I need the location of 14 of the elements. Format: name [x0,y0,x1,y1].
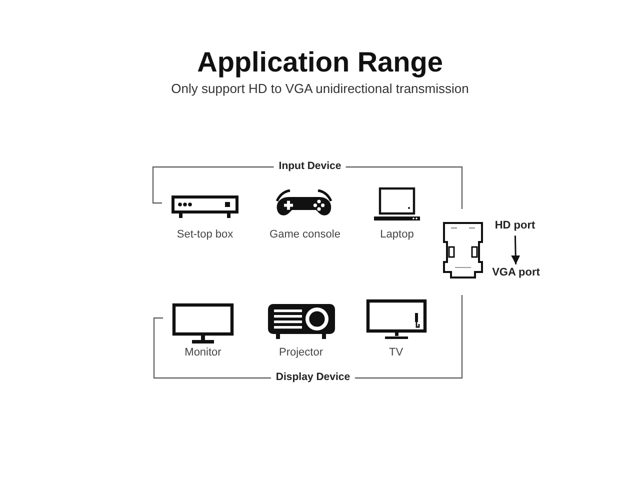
device-label: Set-top box [176,228,234,242]
device-label: Game console [270,228,340,242]
subtitle: Only support HD to VGA unidirectional transmission [171,81,469,97]
port-label: HD port [494,219,536,233]
device-label: Laptop [380,228,414,242]
device-label: Projector [278,346,324,360]
device-label: Monitor [184,346,222,360]
adapter-icon [443,222,483,279]
title: Application Range [197,48,443,78]
port-label: VGA port [492,266,540,280]
group-label: Display Device [270,371,356,385]
arrow [511,236,520,264]
group-label: Input Device [274,160,346,174]
device-label: TV [388,346,404,360]
